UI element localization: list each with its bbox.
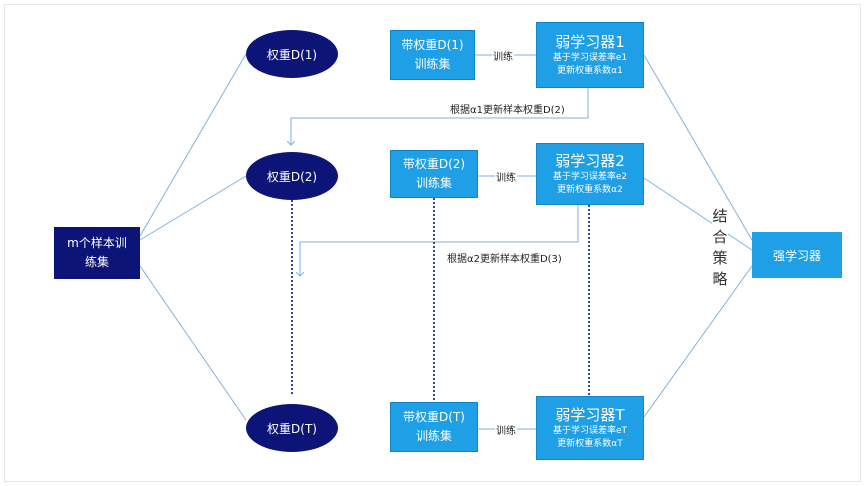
update-label-2: 根据α2更新样本权重D(3)	[447, 254, 562, 265]
train-label-1: 训练	[492, 48, 514, 63]
weak-learner-T-title: 弱学习器T	[555, 406, 625, 424]
train-label-2: 训练	[495, 169, 517, 184]
weak-learner-2-coef: 更新权重系数α2	[557, 185, 623, 195]
weight-ellipse-2: 权重D(2)	[246, 152, 338, 200]
weak-learner-1-title: 弱学习器1	[555, 33, 625, 51]
weak-learner-box-1: 弱学习器1 基于学习误差率e1 更新权重系数α1	[536, 22, 644, 88]
diagram-frame	[4, 4, 861, 482]
weak-learner-box-2: 弱学习器2 基于学习误差率e2 更新权重系数α2	[536, 143, 644, 205]
training-set-box-1: 带权重D(1) 训练集	[390, 30, 475, 80]
combine-strategy-label: 结合策略	[712, 206, 728, 290]
training-set-T-line1: 带权重D(T)	[403, 410, 465, 424]
update-arrow-2	[300, 205, 579, 276]
train-label-T: 训练	[495, 422, 517, 437]
training-set-box-2: 带权重D(2) 训练集	[390, 150, 478, 198]
weak-learner-1-error: 基于学习误差率e1	[552, 53, 628, 63]
strong-learner-box: 强学习器	[752, 232, 842, 278]
weak-learner-box-T: 弱学习器T 基于学习误差率eT 更新权重系数αT	[536, 396, 644, 460]
weak-learner-2-title: 弱学习器2	[555, 152, 625, 170]
edge-samples-weightT	[139, 265, 247, 421]
edge-weak2-strong	[643, 177, 753, 251]
weak-learner-2-error: 基于学习误差率e2	[552, 172, 628, 182]
weight-ellipse-1: 权重D(1)	[246, 30, 338, 78]
weight-label-2: 权重D(2)	[266, 169, 318, 184]
weight-label-1: 权重D(1)	[266, 47, 318, 62]
training-set-1-line1: 带权重D(1)	[401, 38, 464, 52]
strong-learner-label: 强学习器	[772, 248, 821, 263]
training-set-T-line2: 训练集	[415, 429, 452, 443]
edge-samples-weight1	[139, 53, 247, 237]
sample-set-line2: 练集	[84, 255, 109, 269]
training-set-box-T: 带权重D(T) 训练集	[390, 402, 478, 452]
weak-learner-T-error: 基于学习误差率eT	[552, 426, 628, 436]
training-set-2-line2: 训练集	[415, 176, 452, 190]
update-label-1: 根据α1更新样本权重D(2)	[450, 105, 565, 116]
sample-set-box: m个样本训 练集	[54, 227, 140, 279]
weak-learner-1-coef: 更新权重系数α1	[557, 66, 623, 76]
training-set-2-line1: 带权重D(2)	[402, 157, 466, 171]
weight-ellipse-T: 权重D(T)	[246, 404, 338, 452]
update-arrow-1	[291, 88, 589, 145]
weight-label-T: 权重D(T)	[267, 421, 317, 436]
sample-set-line1: m个样本训	[67, 236, 127, 250]
training-set-1-line2: 训练集	[414, 57, 451, 71]
edge-samples-weight2	[139, 175, 247, 241]
edge-weak1-strong	[643, 54, 753, 241]
edge-weakT-strong	[643, 265, 753, 418]
weak-learner-T-coef: 更新权重系数αT	[557, 439, 623, 449]
